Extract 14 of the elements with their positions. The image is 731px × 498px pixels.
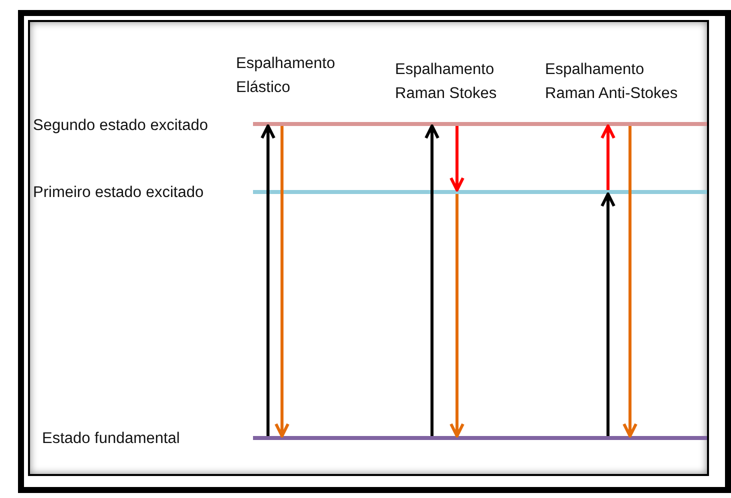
transition-arrow	[260, 124, 276, 436]
transition-arrow	[600, 192, 616, 436]
level-label: Primeiro estado excitado	[33, 183, 205, 203]
transition-arrow	[450, 126, 464, 192]
transition-arrow	[600, 124, 616, 190]
transition-arrow	[274, 126, 290, 438]
transition-arrow	[622, 126, 638, 438]
column-heading: Espalhamento Raman Stokes	[395, 60, 498, 104]
column-heading: Espalhamento Elástico	[236, 54, 336, 98]
level-label: Estado fundamental	[42, 429, 181, 449]
transition-arrow	[424, 124, 440, 436]
column-heading: Espalhamento Raman Anti-Stokes	[545, 60, 679, 104]
transition-arrow	[450, 194, 464, 438]
level-label: Segundo estado excitado	[33, 116, 209, 136]
